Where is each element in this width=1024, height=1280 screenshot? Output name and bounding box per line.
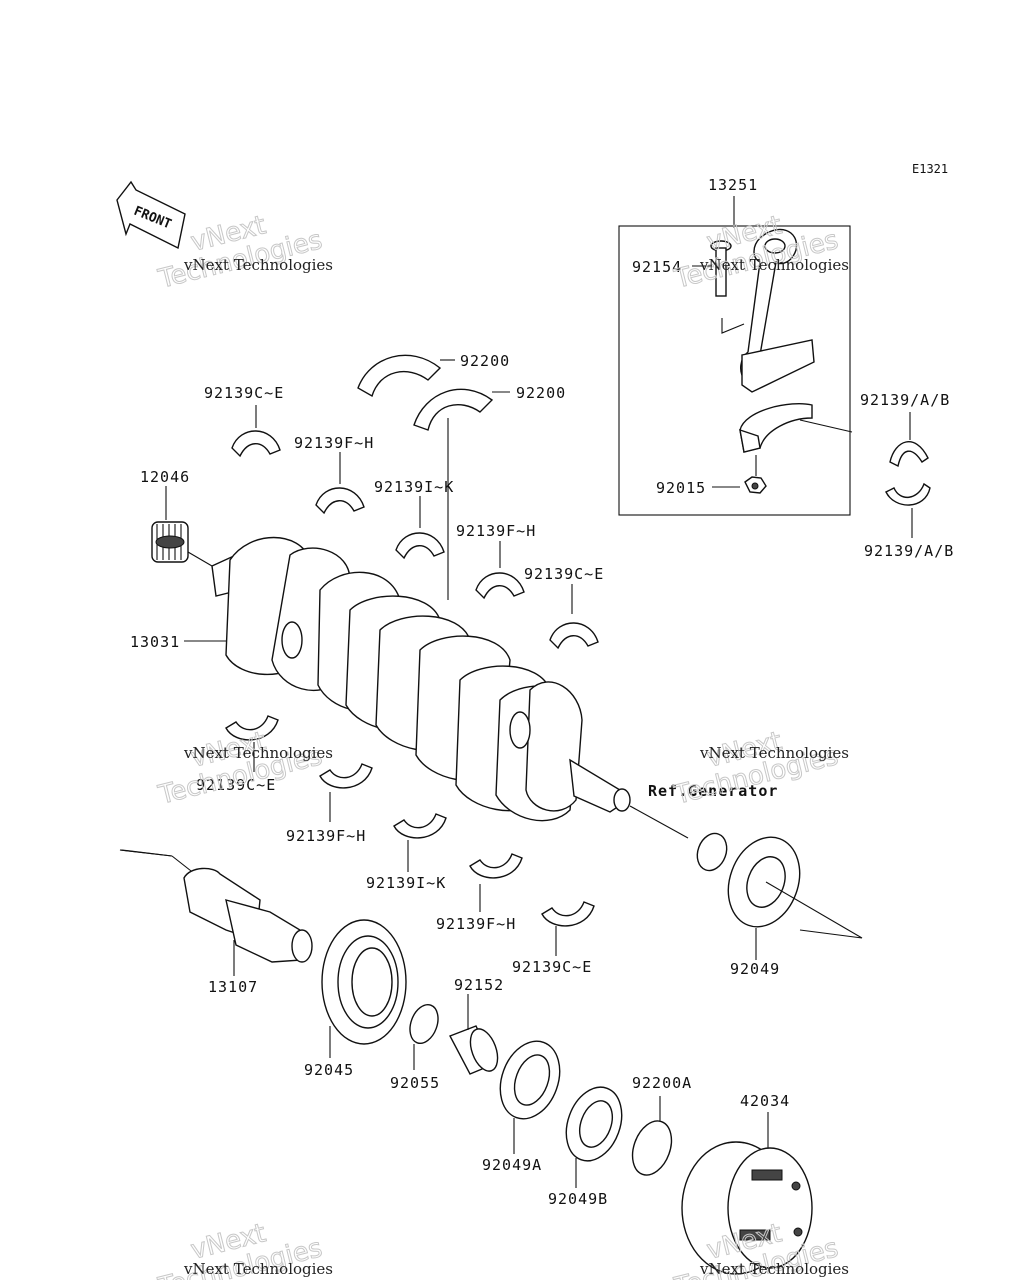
label-13107: 13107 [208, 978, 258, 996]
label-92139ik-2: 92139I~K [366, 874, 446, 892]
svg-text:vNext Technologies: vNext Technologies [699, 256, 849, 274]
label-92139ik-top: 92139I~K [374, 478, 454, 496]
watermark-mid-left: vNext Technologies vNext Technologies [154, 726, 333, 812]
watermark-bottom-left: vNext Technologies vNext Technologies [154, 1218, 333, 1280]
bearing-shell-lower-5 [541, 901, 595, 927]
label-12046: 12046 [140, 468, 190, 486]
label-92045: 92045 [304, 1061, 354, 1079]
bearing-shell-upper-3 [395, 532, 445, 560]
svg-text:vNext Technologies: vNext Technologies [183, 256, 333, 274]
label-92139ce-top: 92139C~E [204, 384, 284, 402]
label-92154: 92154 [632, 258, 682, 276]
label-92152: 92152 [454, 976, 504, 994]
label-92139ab-bottom: 92139/A/B [864, 542, 954, 560]
seal-92049 [727, 836, 801, 928]
label-92139fh-2: 92139F~H [456, 522, 536, 540]
rod-cap [739, 403, 813, 453]
label-92049b: 92049B [548, 1190, 608, 1208]
label-92055: 92055 [390, 1074, 440, 1092]
bearing-shell-upper-2 [315, 487, 365, 515]
o-ring-92055 [409, 1003, 439, 1045]
washer-92200a [631, 1120, 673, 1176]
label-92049: 92049 [730, 960, 780, 978]
seal-92049a [499, 1040, 561, 1120]
label-13031: 13031 [130, 633, 180, 651]
label-92049a: 92049A [482, 1156, 542, 1174]
bearing-shell-lower-1 [225, 715, 279, 741]
diagram-code: E1321 [912, 162, 948, 176]
bolt-92154 [710, 240, 732, 297]
bearing-shell-upper-4 [475, 572, 525, 600]
label-92139fh-3: 92139F~H [286, 827, 366, 845]
label-92200-a: 92200 [460, 352, 510, 370]
svg-text:vNext Technologies: vNext Technologies [699, 744, 849, 762]
connecting-rod-13251 [740, 228, 815, 393]
label-92139ab-top: 92139/A/B [860, 391, 950, 409]
nut-92015 [744, 476, 767, 494]
label-92015: 92015 [656, 479, 706, 497]
bearing-shell-lower-2 [319, 763, 373, 789]
label-92139fh-1: 92139F~H [294, 434, 374, 452]
label-13251: 13251 [708, 176, 758, 194]
pulley-42034 [681, 1141, 813, 1275]
crankshaft-13031 [211, 536, 631, 822]
collar-92152 [449, 1025, 499, 1075]
ball-bearing-92045 [321, 919, 407, 1045]
label-92139ce-2: 92139C~E [524, 565, 604, 583]
thrust-washer-92200-b [413, 388, 494, 431]
front-arrow-icon: FRONT [116, 180, 186, 250]
seal-92049b [565, 1086, 623, 1162]
label-92200-b: 92200 [516, 384, 566, 402]
o-ring-upper [696, 832, 728, 872]
label-92139ce-4: 92139C~E [512, 958, 592, 976]
ref-generator-note: Ref.Generator [648, 782, 778, 800]
label-42034: 42034 [740, 1092, 790, 1110]
bearing-shell-upper-5 [549, 622, 599, 650]
label-92139fh-4: 92139F~H [436, 915, 516, 933]
gear-12046 [151, 521, 189, 563]
bearing-shell-lower-4 [469, 853, 523, 879]
svg-text:vNext Technologies: vNext Technologies [183, 1260, 333, 1278]
shaft-13107 [183, 867, 313, 963]
label-92139ce-3: 92139C~E [196, 776, 276, 794]
label-92200a: 92200A [632, 1074, 692, 1092]
thrust-washer-92200-a [357, 354, 442, 398]
bearing-shell-lower-3 [393, 813, 447, 839]
svg-text:vNext Technologies: vNext Technologies [699, 1260, 849, 1278]
bearing-92139ab-upper [889, 441, 929, 468]
bearing-shell-upper-1 [231, 430, 281, 458]
svg-text:vNext Technologies: vNext Technologies [183, 744, 333, 762]
bearing-92139ab-lower [885, 482, 931, 506]
